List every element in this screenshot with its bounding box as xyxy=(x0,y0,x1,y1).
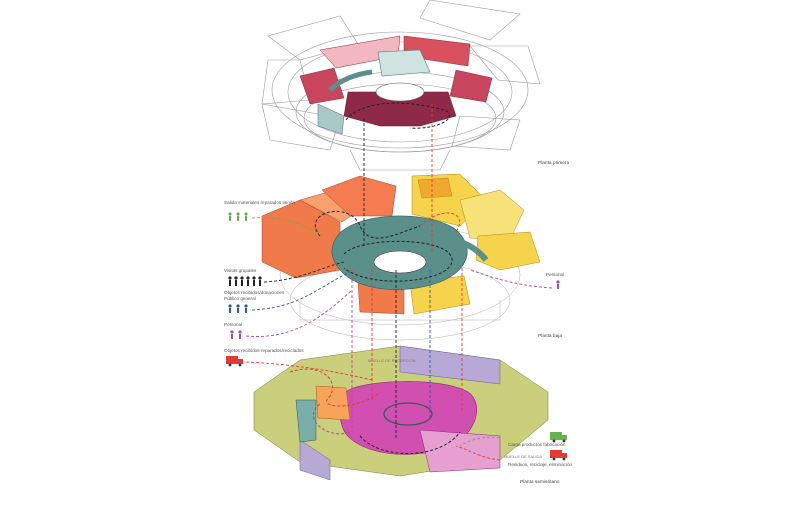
upper-floor-outline xyxy=(261,0,541,171)
legend-right: Personal Carga productos fabricación Res… xyxy=(455,269,573,467)
truck-icon-red-right xyxy=(550,450,567,461)
people-icon-purple xyxy=(230,330,242,339)
legend-right-text-2: Residuos, reciclaje, eliminación xyxy=(508,462,573,467)
people-icon-green xyxy=(228,212,248,221)
floor-title-upper: Planta primera xyxy=(538,160,570,166)
legend-right-text-0: Personal xyxy=(546,272,564,277)
flow-loops xyxy=(289,102,461,454)
legend-left-text-2: Objetos recibidos/donaciones xyxy=(224,290,285,295)
basement-floor: MUELLE DE RECEPCIÓN MUELLE DE SALIDA Pla… xyxy=(253,345,560,485)
legend-left-text-4: Personal xyxy=(224,322,242,327)
legend-left-text-5: Objetos recibidos-reparados/reciclados xyxy=(224,348,304,353)
basement-floor-volumes xyxy=(253,345,549,481)
legend-left-text-1: Visitas grupales xyxy=(224,268,257,273)
people-icon-black xyxy=(228,276,262,286)
people-icon-blue xyxy=(228,304,248,313)
people-icon-purple-right xyxy=(556,280,560,289)
truck-icon-green xyxy=(550,432,567,443)
legend-right-text-1: Carga productos fabricación xyxy=(508,442,566,447)
ground-floor: Planta baja xyxy=(261,173,562,341)
label-muelle-recepcion: MUELLE DE RECEPCIÓN xyxy=(368,358,416,363)
floor-title-basement: Planta semisótano xyxy=(520,479,560,485)
vertical-flow-lines xyxy=(351,104,463,440)
truck-icon-red xyxy=(226,356,243,367)
legend-left-text-3: Público general xyxy=(224,296,256,301)
label-muelle-salida: MUELLE DE SALIDA xyxy=(504,454,542,459)
upper-floor: Planta primera xyxy=(261,0,570,171)
ground-floor-volumes xyxy=(261,173,541,315)
upper-floor-volumes xyxy=(299,35,493,135)
floor-title-ground: Planta baja xyxy=(538,333,562,339)
legend-left: Salida materiales reparados tienda Visit… xyxy=(224,200,373,381)
legend-left-text-0: Salida materiales reparados tienda xyxy=(224,200,295,205)
